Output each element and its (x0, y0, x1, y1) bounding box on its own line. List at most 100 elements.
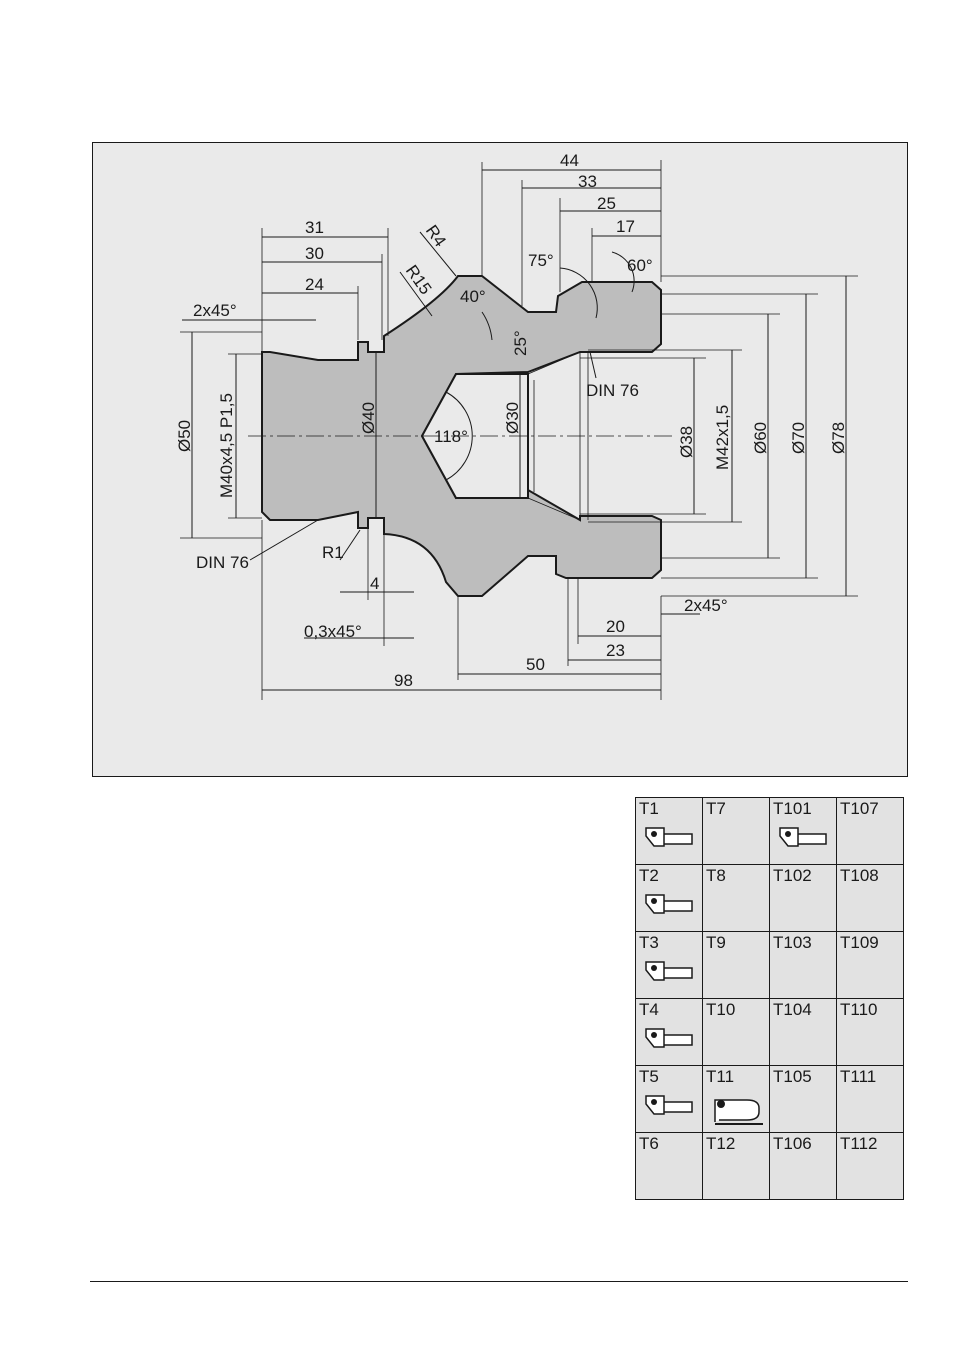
tool-cell-t7[interactable]: T7 (702, 797, 770, 865)
tool-label: T10 (706, 1000, 736, 1019)
tool-table-row: T4 T10 T104 T110 (635, 998, 904, 1066)
tool-cell-t1[interactable]: T1 (635, 797, 703, 865)
tool-table-row: T2 T8 T102 T108 (635, 864, 904, 932)
tool-label: T104 (773, 1000, 812, 1019)
tool-label: T1 (639, 799, 659, 818)
turning-tool-icon (640, 956, 698, 996)
din76-top-label: DIN 76 (586, 381, 639, 400)
tool-label: T103 (773, 933, 812, 952)
tool-label: T107 (840, 799, 879, 818)
r15-label: R15 (402, 262, 435, 298)
dim-4: 4 (370, 574, 379, 593)
tool-label: T6 (639, 1134, 659, 1153)
tool-table-row: T3 T9 T103 T109 (635, 931, 904, 999)
dia-78: Ø78 (829, 422, 848, 454)
annotation-labels: R4 R15 40° 75° 60° 25° 118° DIN 76 DIN 7… (196, 222, 728, 641)
tool-table-row: T1 T7 T101 T107 (635, 797, 904, 865)
dim-31: 31 (305, 218, 324, 237)
turning-tool-icon (640, 822, 698, 862)
turning-tool-icon (640, 1090, 698, 1130)
chamfer-groove-label: 0,3x45° (304, 622, 362, 641)
tool-cell-t103[interactable]: T103 (769, 931, 837, 999)
tool-label: T9 (706, 933, 726, 952)
dia-38: Ø38 (677, 426, 696, 458)
dim-23: 23 (606, 641, 625, 660)
dim-33: 33 (578, 172, 597, 191)
tool-label: T109 (840, 933, 879, 952)
tool-label: T110 (840, 1000, 878, 1019)
tool-cell-t106[interactable]: T106 (769, 1132, 837, 1200)
dim-20: 20 (606, 617, 625, 636)
turning-tool-icon (640, 1023, 698, 1063)
tool-label: T2 (639, 866, 659, 885)
tool-label: T102 (773, 866, 812, 885)
tool-table-row: T6 T12 T106 T112 (635, 1132, 904, 1200)
tool-label: T12 (706, 1134, 736, 1153)
tool-table-row: T5 T11 T105 T111 (635, 1065, 904, 1133)
tool-cell-t8[interactable]: T8 (702, 864, 770, 932)
tool-cell-t110[interactable]: T110 (836, 998, 904, 1066)
tool-cell-t111[interactable]: T111 (836, 1065, 904, 1133)
dim-98: 98 (394, 671, 413, 690)
din76-bottom-label: DIN 76 (196, 553, 249, 572)
dim-24: 24 (305, 275, 324, 294)
turning-tool-icon (640, 889, 698, 929)
dia-70: Ø70 (789, 422, 808, 454)
tool-cell-t112[interactable]: T112 (836, 1132, 904, 1200)
tool-label: T106 (773, 1134, 812, 1153)
dia-40: Ø40 (359, 402, 378, 434)
top-dimensions: 44 33 25 17 31 30 24 2x45° (182, 151, 662, 352)
angle-60-label: 60° (627, 256, 653, 275)
bottom-dimensions: 98 50 23 20 4 (261, 520, 700, 700)
tool-cell-t109[interactable]: T109 (836, 931, 904, 999)
thread-left: M40x4,5 P1,5 (217, 393, 236, 498)
diameter-dimensions: Ø50 M40x4,5 P1,5 Ø40 Ø30 Ø38 M42x1,5 Ø60… (175, 275, 858, 597)
tool-cell-t5[interactable]: T5 (635, 1065, 703, 1133)
tool-label: T112 (840, 1134, 878, 1153)
r1-label: R1 (322, 543, 344, 562)
tool-cell-t2[interactable]: T2 (635, 864, 703, 932)
tool-cell-t12[interactable]: T12 (702, 1132, 770, 1200)
tool-cell-t6[interactable]: T6 (635, 1132, 703, 1200)
tool-label: T101 (773, 799, 812, 818)
dim-50: 50 (526, 655, 545, 674)
boring-tool-icon (707, 1090, 765, 1130)
tool-cell-t3[interactable]: T3 (635, 931, 703, 999)
turning-tool-icon (774, 822, 832, 862)
chamfer-left-label: 2x45° (193, 301, 237, 320)
tool-cell-t102[interactable]: T102 (769, 864, 837, 932)
footer-rule (90, 1281, 908, 1282)
tool-cell-t107[interactable]: T107 (836, 797, 904, 865)
tool-cell-t105[interactable]: T105 (769, 1065, 837, 1133)
angle-25-label: 25° (511, 330, 530, 356)
tool-cell-t9[interactable]: T9 (702, 931, 770, 999)
tool-cell-t11[interactable]: T11 (702, 1065, 770, 1133)
tool-label: T108 (840, 866, 879, 885)
angle-75-label: 75° (528, 251, 554, 270)
r4-label: R4 (422, 222, 450, 251)
dim-44: 44 (560, 151, 579, 170)
dim-25: 25 (597, 194, 616, 213)
thread-right: M42x1,5 (713, 405, 732, 470)
tool-cell-t101[interactable]: T101 (769, 797, 837, 865)
angle-118-label: 118° (434, 427, 468, 446)
tool-cell-t4[interactable]: T4 (635, 998, 703, 1066)
tool-label: T11 (706, 1067, 735, 1086)
tool-label: T111 (840, 1067, 877, 1086)
tool-label: T8 (706, 866, 726, 885)
tool-cell-t104[interactable]: T104 (769, 998, 837, 1066)
tool-label: T4 (639, 1000, 659, 1019)
tool-label: T7 (706, 799, 726, 818)
dim-17: 17 (616, 217, 635, 236)
tool-cell-t10[interactable]: T10 (702, 998, 770, 1066)
tool-label: T105 (773, 1067, 812, 1086)
tool-label: T3 (639, 933, 659, 952)
tool-label: T5 (639, 1067, 659, 1086)
tool-cell-t108[interactable]: T108 (836, 864, 904, 932)
dim-30: 30 (305, 244, 324, 263)
chamfer-right-label: 2x45° (684, 596, 728, 615)
dia-30: Ø30 (503, 402, 522, 434)
angle-40-label: 40° (460, 287, 486, 306)
